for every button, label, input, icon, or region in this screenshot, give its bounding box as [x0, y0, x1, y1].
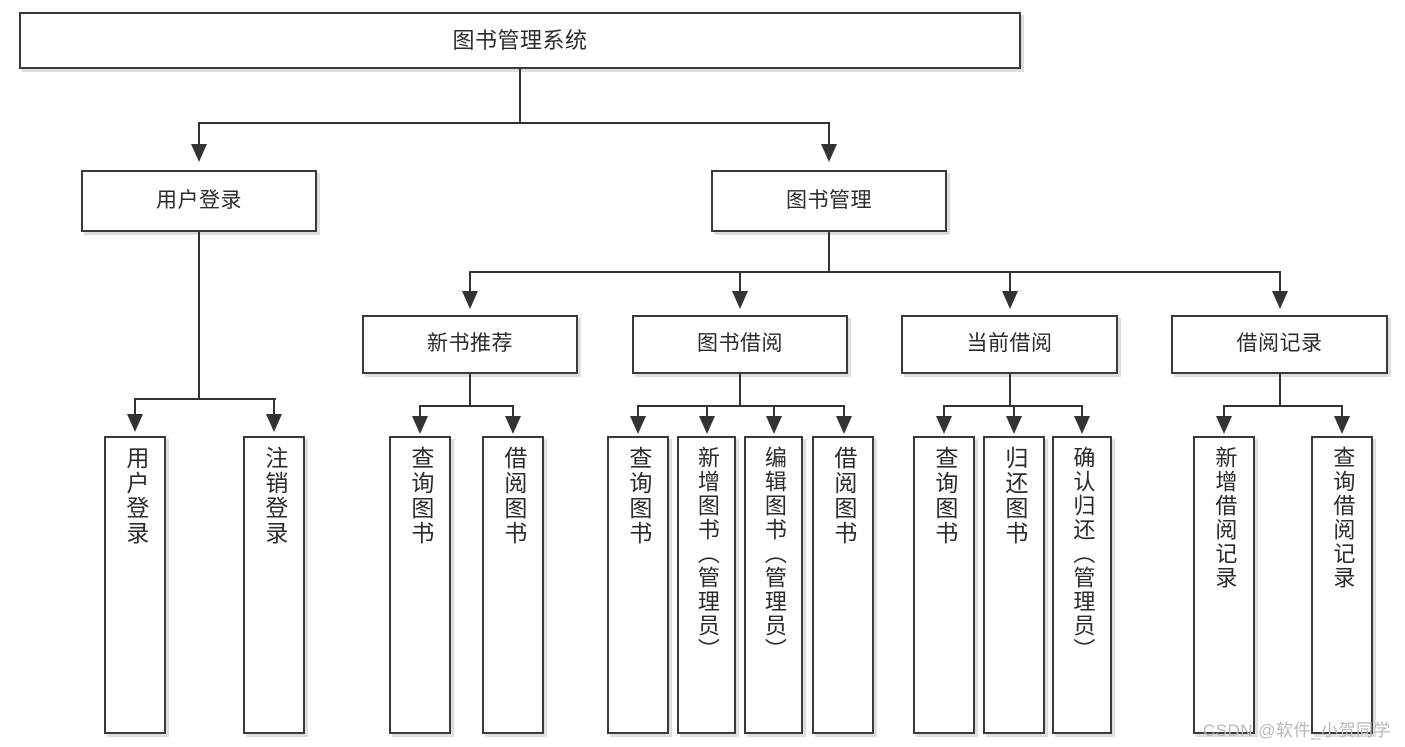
leaf-current-borrow-return-book[interactable]: 归还图书: [983, 436, 1045, 734]
connector-book-manage-stem: [828, 232, 830, 272]
arrowhead-borrow-record-leaf-0: [1216, 416, 1232, 434]
connector-borrow-record-leaf-0: [1223, 405, 1225, 418]
connector-book-manage-bus: [469, 271, 1281, 273]
node-book-manage[interactable]: 图书管理: [711, 170, 947, 232]
node-label: 注销登录: [261, 446, 288, 546]
node-label: 借阅记录: [1236, 332, 1323, 356]
connector-book-borrow-leaf-1: [706, 405, 708, 418]
node-label: 用户登录: [156, 188, 242, 212]
node-label: 图书借阅: [697, 332, 783, 356]
node-new-book-recommend[interactable]: 新书推荐: [362, 315, 578, 374]
leaf-user-login-login[interactable]: 用户登录: [104, 436, 166, 734]
connector-user-login-to-leaf-0: [134, 398, 136, 416]
arrowhead-book-borrow-leaf-1: [699, 416, 715, 434]
connector-borrow-record-bus: [1223, 405, 1343, 407]
connector-current-borrow-leaf-0: [943, 405, 945, 418]
leaf-book-borrow-edit-book-admin[interactable]: 编辑图书（管理员）: [744, 436, 803, 734]
connector-current-borrow-leaf-1: [1013, 405, 1015, 418]
node-label: 借阅图书: [500, 446, 527, 546]
arrowhead-new-book-leaf-0: [412, 416, 428, 434]
connector-root-to-user-login: [198, 122, 200, 146]
connector-user-login-to-leaf-1: [273, 398, 275, 416]
leaf-new-book-borrow-book[interactable]: 借阅图书: [482, 436, 544, 734]
node-label: 查询图书: [931, 446, 958, 546]
node-label: 新增借阅记录: [1212, 446, 1238, 590]
connector-book-borrow-stem: [739, 374, 741, 406]
connector-root-bus: [198, 122, 830, 124]
connector-book-borrow-bus: [637, 405, 845, 407]
arrowhead-new-book-leaf-1: [505, 416, 521, 434]
connector-bm-to-new-book: [469, 271, 471, 293]
arrowhead-bm-borrow-record: [1272, 291, 1288, 309]
leaf-current-borrow-confirm-return-admin[interactable]: 确认归还（管理员）: [1052, 436, 1112, 734]
node-book-borrow[interactable]: 图书借阅: [632, 315, 848, 374]
node-label: 借阅图书: [830, 446, 857, 546]
arrowhead-bm-current-borrow: [1002, 291, 1018, 309]
arrowhead-current-borrow-leaf-0: [936, 416, 952, 434]
connector-borrow-record-leaf-1: [1341, 405, 1343, 418]
arrowhead-book-borrow-leaf-0: [630, 416, 646, 434]
node-borrow-record[interactable]: 借阅记录: [1171, 315, 1388, 374]
node-label: 新书推荐: [427, 332, 513, 356]
leaf-current-borrow-query-book[interactable]: 查询图书: [913, 436, 975, 734]
connector-book-borrow-leaf-0: [637, 405, 639, 418]
arrowhead-borrow-record-leaf-1: [1334, 416, 1350, 434]
node-label: 确认归还（管理员）: [1070, 446, 1096, 662]
node-user-login[interactable]: 用户登录: [81, 170, 317, 232]
leaf-book-borrow-add-book-admin[interactable]: 新增图书（管理员）: [677, 436, 736, 734]
arrowhead-user-login-leaf-1: [266, 414, 282, 432]
leaf-borrow-record-query-record[interactable]: 查询借阅记录: [1311, 436, 1373, 734]
node-label: 图书管理: [786, 188, 872, 212]
node-root-library-system[interactable]: 图书管理系统: [19, 12, 1021, 69]
arrowhead-root-to-user-login: [191, 144, 207, 162]
connector-current-borrow-stem: [1009, 374, 1011, 406]
node-label: 用户登录: [122, 446, 149, 546]
connector-new-book-stem: [469, 374, 471, 406]
node-label: 归还图书: [1001, 446, 1028, 546]
arrowhead-current-borrow-leaf-2: [1074, 416, 1090, 434]
node-label: 新增图书（管理员）: [694, 446, 720, 662]
leaf-borrow-record-add-record[interactable]: 新增借阅记录: [1193, 436, 1255, 734]
node-label: 图书管理系统: [452, 27, 588, 53]
arrowhead-book-borrow-leaf-2: [766, 416, 782, 434]
node-label: 查询图书: [625, 446, 652, 546]
arrowhead-bm-book-borrow: [732, 291, 748, 309]
connector-new-book-bus: [419, 405, 514, 407]
connector-bm-to-book-borrow: [739, 271, 741, 293]
leaf-new-book-query-book[interactable]: 查询图书: [389, 436, 451, 734]
node-label: 查询借阅记录: [1330, 446, 1356, 590]
connector-bm-to-current-borrow: [1009, 271, 1011, 293]
arrowhead-current-borrow-leaf-1: [1006, 416, 1022, 434]
connector-root-stem: [519, 69, 521, 123]
connector-book-borrow-leaf-3: [843, 405, 845, 418]
connector-user-login-stem: [198, 232, 200, 400]
arrowhead-bm-new-book: [462, 291, 478, 309]
node-label: 当前借阅: [966, 332, 1053, 356]
leaf-book-borrow-query-book[interactable]: 查询图书: [607, 436, 669, 734]
connector-borrow-record-stem: [1279, 374, 1281, 406]
leaf-user-login-logout[interactable]: 注销登录: [243, 436, 305, 734]
connector-new-book-leaf-0: [419, 405, 421, 418]
connector-bm-to-borrow-record: [1279, 271, 1281, 293]
arrowhead-root-to-book-manage: [821, 144, 837, 162]
node-label: 查询图书: [407, 446, 434, 546]
connector-current-borrow-leaf-2: [1081, 405, 1083, 418]
arrowhead-user-login-leaf-0: [127, 414, 143, 432]
arrowhead-book-borrow-leaf-3: [836, 416, 852, 434]
node-current-borrow[interactable]: 当前借阅: [901, 315, 1118, 374]
connector-book-borrow-leaf-2: [773, 405, 775, 418]
connector-new-book-leaf-1: [512, 405, 514, 418]
connector-root-to-book-manage: [828, 122, 830, 146]
connector-user-login-bus: [134, 398, 276, 400]
node-label: 编辑图书（管理员）: [761, 446, 787, 662]
leaf-book-borrow-borrow-book[interactable]: 借阅图书: [812, 436, 874, 734]
